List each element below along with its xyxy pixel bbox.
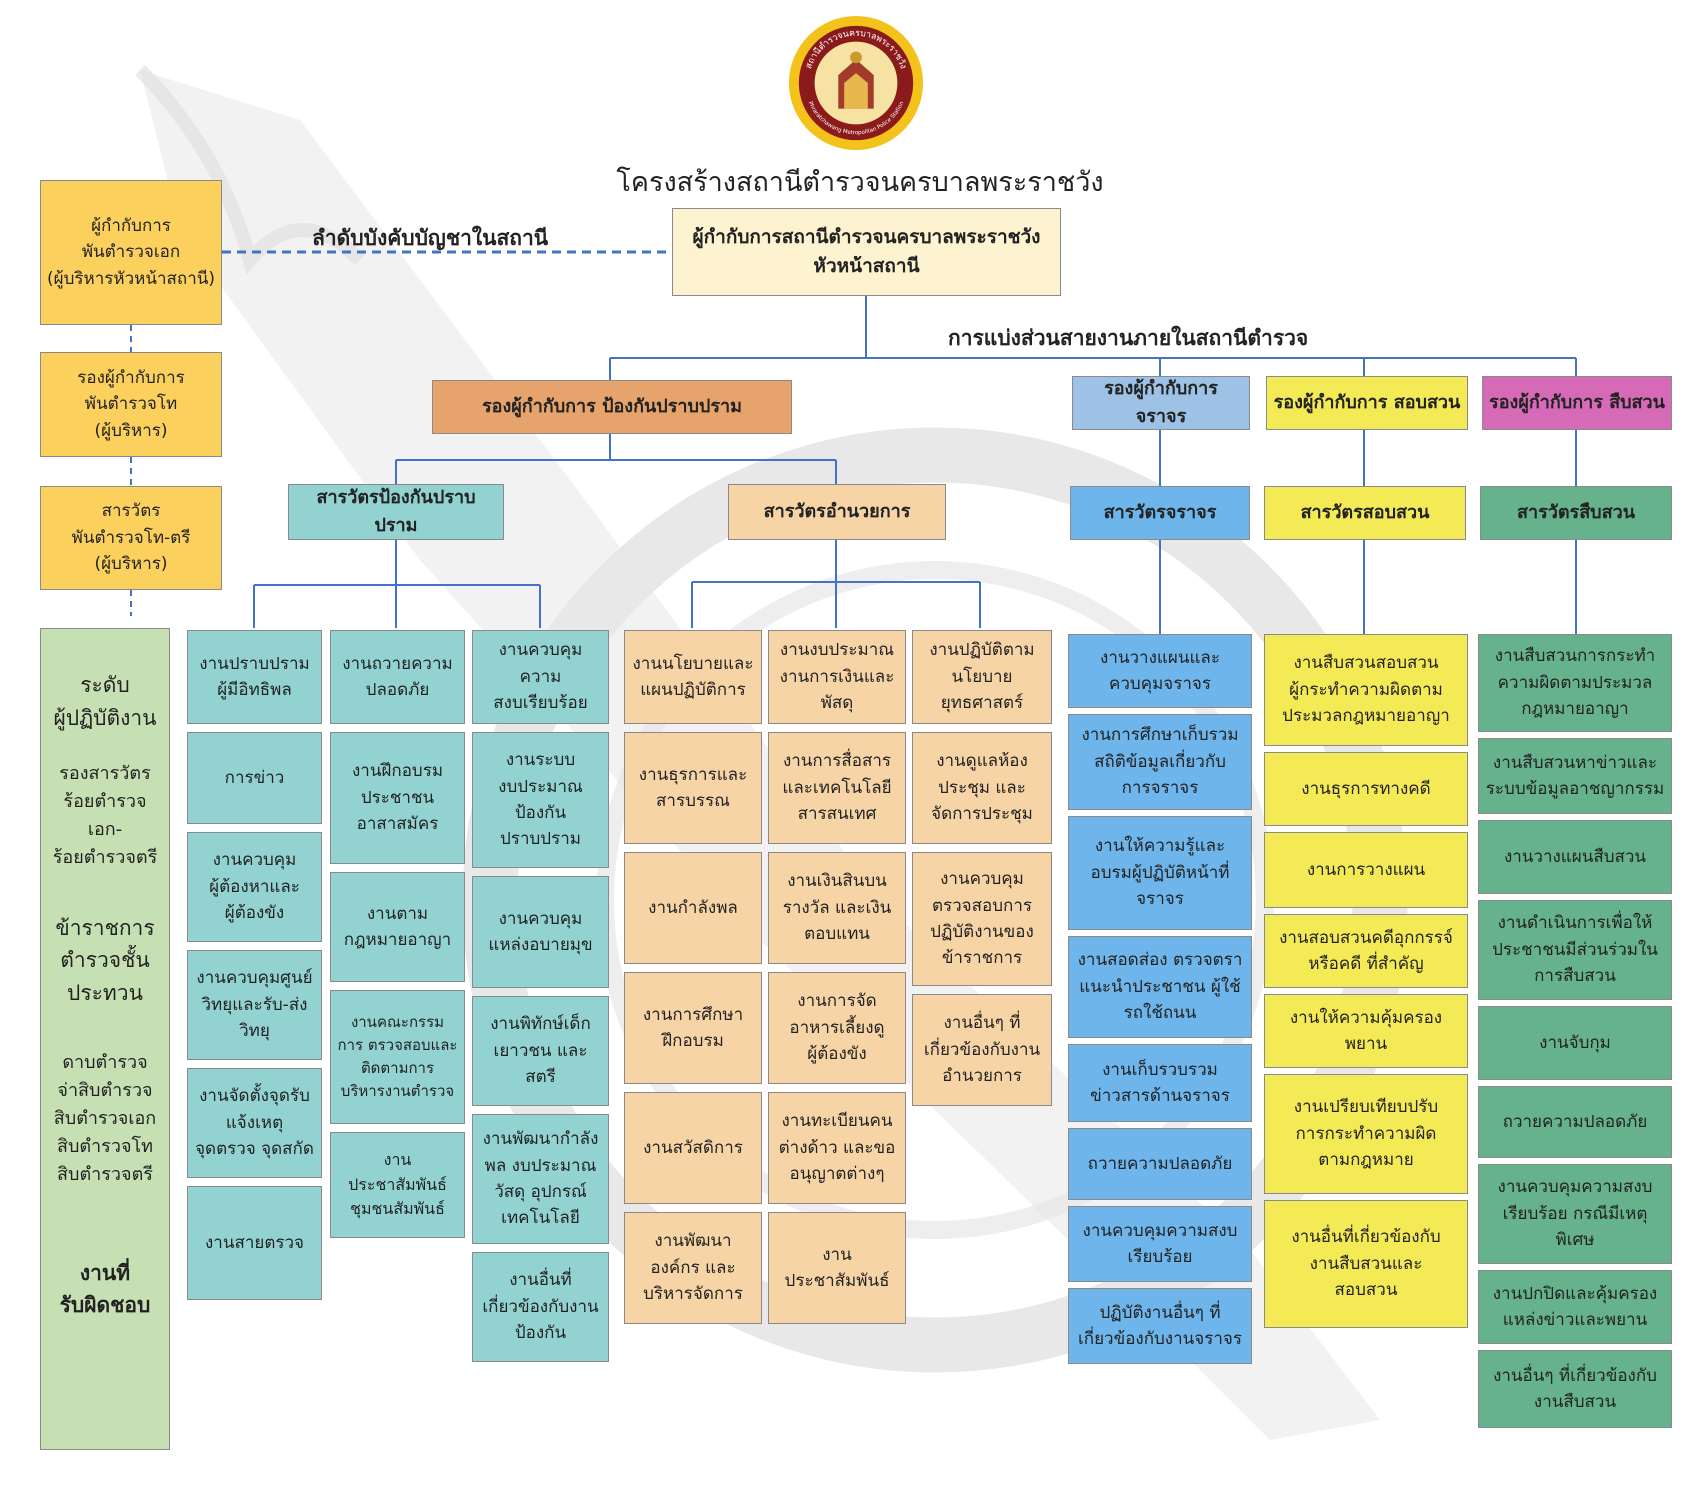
division-label: การแบ่งส่วนสายงานภายในสถานีตำรวจ: [948, 326, 1309, 350]
task-admin2-5: งาน ประชาสัมพันธ์: [768, 1212, 906, 1324]
task-prev2-3: งานคณะกรรม การ ตรวจสอบและ ติดตามการ บริห…: [330, 990, 465, 1124]
task-admin1-2: งานกำลังพล: [624, 852, 762, 964]
deputy-inspector-rank: รองสารวัตร ร้อยตำรวจเอก- ร้อยตำรวจตรี: [52, 763, 158, 868]
task-admin3-1: งานดูแลห้อง ประชุม และ จัดการประชุม: [912, 732, 1052, 844]
inspector-investigation-box: สารวัตรสอบสวน: [1264, 486, 1466, 540]
station-seal-logo: สถานีตำรวจนครบาลพระราชวัง Phraratchawang…: [788, 15, 924, 151]
task-prev1-5: งานสายตรวจ: [187, 1186, 322, 1300]
task-investigation-4: งานให้ความคุ้มครอง พยาน: [1264, 994, 1468, 1068]
task-intelligence-5: ถวายความปลอดภัย: [1478, 1086, 1672, 1158]
inspector-prevention-box: สารวัตรป้องกันปราบปราม: [288, 484, 504, 540]
task-investigation-5: งานเปรียบเทียบปรับ การกระทำความผิด ตามกฎ…: [1264, 1074, 1468, 1194]
task-traffic-5: ถวายความปลอดภัย: [1068, 1128, 1252, 1200]
deputy-traffic-box: รองผู้กำกับการ จราจร: [1072, 376, 1250, 430]
deputy-intelligence-box: รองผู้กำกับการ สืบสวน: [1482, 376, 1672, 430]
deputy-superintendent-box: รองผู้กำกับการ พันตำรวจโท (ผู้บริหาร): [40, 352, 222, 457]
task-admin3-2: งานควบคุม ตรวจสอบการ ปฏิบัติงานของ ข้ารา…: [912, 852, 1052, 986]
task-admin2-2: งานเงินสินบน รางวัล และเงิน ตอบแทน: [768, 852, 906, 964]
task-intelligence-8: งานอื่นๆ ที่เกี่ยวข้องกับ งานสืบสวน: [1478, 1350, 1672, 1428]
task-intelligence-3: งานดำเนินการเพื่อให้ ประชาชนมีส่วนร่วมใน…: [1478, 900, 1672, 1000]
task-intelligence-1: งานสืบสวนหาข่าวและ ระบบข้อมูลอาชญากรรม: [1478, 738, 1672, 814]
task-investigation-3: งานสอบสวนคดีอุกกรรจ์ หรือคดี ที่สำคัญ: [1264, 914, 1468, 988]
inspector-admin-box: สารวัตรอำนวยการ: [728, 484, 946, 540]
task-prev1-2: งานควบคุม ผู้ต้องหาและ ผู้ต้องขัง: [187, 832, 322, 942]
task-admin1-1: งานธุรการและ สารบรรณ: [624, 732, 762, 844]
task-prev3-0: งานควบคุมความ สงบเรียบร้อย: [472, 630, 609, 724]
task-admin1-0: งานนโยบายและ แผนปฏิบัติการ: [624, 630, 762, 724]
task-prev3-3: งานพิทักษ์เด็ก เยาวชน และสตรี: [472, 996, 609, 1106]
task-admin2-3: งานการจัด อาหารเลี้ยงดู ผู้ต้องขัง: [768, 972, 906, 1084]
page-title: โครงสร้างสถานีตำรวจนครบาลพระราชวัง: [616, 167, 1104, 198]
task-prev2-1: งานฝึกอบรม ประชาชน อาสาสมัคร: [330, 732, 465, 864]
task-traffic-1: งานการศึกษาเก็บรวม สถิติข้อมูลเกี่ยวกับ …: [1068, 714, 1252, 810]
task-investigation-1: งานธุรการทางคดี: [1264, 752, 1468, 826]
task-prev3-2: งานควบคุม แหล่งอบายมุข: [472, 876, 609, 988]
task-investigation-0: งานสืบสวนสอบสวน ผู้กระทำความผิดตาม ประมว…: [1264, 634, 1468, 746]
operator-level-box: ระดับ ผู้ปฏิบัติงาน รองสารวัตร ร้อยตำรวจ…: [40, 628, 170, 1450]
duty-label: งานที่ รับผิดชอบ: [59, 1260, 151, 1318]
task-traffic-0: งานวางแผนและ ควบคุมจราจร: [1068, 634, 1252, 708]
task-admin2-0: งานงบประมาณ งานการเงินและ พัสดุ: [768, 630, 906, 724]
station-chief-box: ผู้กำกับการสถานีตำรวจนครบาลพระราชวัง หัว…: [672, 208, 1061, 296]
task-admin3-3: งานอื่นๆ ที่ เกี่ยวข้องกับงาน อำนวยการ: [912, 994, 1052, 1106]
task-prev1-0: งานปราบปราม ผู้มีอิทธิพล: [187, 630, 322, 724]
task-admin2-1: งานการสื่อสาร และเทคโนโลยี สารสนเทศ: [768, 732, 906, 844]
task-intelligence-0: งานสืบสวนการกระทำ ความผิดตามประมวล กฎหมา…: [1478, 634, 1672, 732]
command-chain-label: ลำดับบังคับบัญชาในสถานี: [312, 226, 549, 250]
task-prev1-3: งานควบคุมศูนย์ วิทยุและรับ-ส่ง วิทยุ: [187, 950, 322, 1060]
task-prev2-4: งานประชาสัมพันธ์ ชุมชนสัมพันธ์: [330, 1132, 465, 1238]
commissioned-rank: ข้าราชการ ตำรวจชั้น ประทวน: [55, 915, 155, 1005]
task-admin1-5: งานพัฒนา องค์กร และ บริหารจัดการ: [624, 1212, 762, 1324]
deputy-investigation-box: รองผู้กำกับการ สอบสวน: [1266, 376, 1468, 430]
task-intelligence-4: งานจับกุม: [1478, 1006, 1672, 1080]
task-prev3-4: งานพัฒนากำลัง พล งบประมาณ วัสดุ อุปกรณ์ …: [472, 1114, 609, 1244]
inspector-box: สารวัตร พันตำรวจโท-ตรี (ผู้บริหาร): [40, 486, 222, 590]
inspector-traffic-box: สารวัตรจราจร: [1070, 486, 1250, 540]
task-traffic-4: งานเก็บรวบรวม ข่าวสารด้านจราจร: [1068, 1044, 1252, 1122]
task-traffic-7: ปฏิบัติงานอื่นๆ ที่ เกี่ยวข้องกับงานจราจ…: [1068, 1288, 1252, 1364]
task-investigation-2: งานการวางแผน: [1264, 832, 1468, 908]
task-prev2-0: งานถวายความ ปลอดภัย: [330, 630, 465, 724]
task-traffic-3: งานสอดส่อง ตรวจตรา แนะนำประชาชน ผู้ใช้ ร…: [1068, 936, 1252, 1038]
task-admin3-0: งานปฏิบัติตาม นโยบาย ยุทธศาสตร์: [912, 630, 1052, 724]
task-admin1-4: งานสวัสดิการ: [624, 1092, 762, 1204]
task-admin2-4: งานทะเบียนคน ต่างด้าว และขอ อนุญาตต่างๆ: [768, 1092, 906, 1204]
task-prev1-1: การข่าว: [187, 732, 322, 824]
task-prev3-1: งานระบบ งบประมาณ ป้องกัน ปราบปราม: [472, 732, 609, 868]
superintendent-box: ผู้กำกับการ พันตำรวจเอก (ผู้บริหารหัวหน้…: [40, 180, 222, 325]
task-intelligence-6: งานควบคุมความสงบ เรียบร้อย กรณีมีเหตุ พิ…: [1478, 1164, 1672, 1264]
deputy-prevention-box: รองผู้กำกับการ ป้องกันปราบปราม: [432, 380, 792, 434]
task-admin1-3: งานการศึกษา ฝึกอบรม: [624, 972, 762, 1084]
operator-level-label: ระดับ ผู้ปฏิบัติงาน: [53, 673, 157, 730]
inspector-intelligence-box: สารวัตรสืบสวน: [1480, 486, 1672, 540]
task-intelligence-2: งานวางแผนสืบสวน: [1478, 820, 1672, 894]
task-prev3-5: งานอื่นที่ เกี่ยวข้องกับงาน ป้องกัน: [472, 1252, 609, 1362]
task-intelligence-7: งานปกปิดและคุ้มครอง แหล่งข่าวและพยาน: [1478, 1270, 1672, 1344]
task-traffic-6: งานควบคุมความสงบ เรียบร้อย: [1068, 1206, 1252, 1282]
task-prev1-4: งานจัดตั้งจุดรับ แจ้งเหตุ จุดตรวจ จุดสกั…: [187, 1068, 322, 1178]
task-investigation-6: งานอื่นที่เกี่ยวข้องกับ งานสืบสวนและ สอบ…: [1264, 1200, 1468, 1328]
task-prev2-2: งานตาม กฎหมายอาญา: [330, 872, 465, 982]
noncommissioned-ranks: ดาบตำรวจ จ่าสิบตำรวจ สิบตำรวจเอก สิบตำรว…: [53, 1052, 157, 1185]
task-traffic-2: งานให้ความรู้และ อบรมผู้ปฏิบัติหน้าที่ จ…: [1068, 816, 1252, 930]
